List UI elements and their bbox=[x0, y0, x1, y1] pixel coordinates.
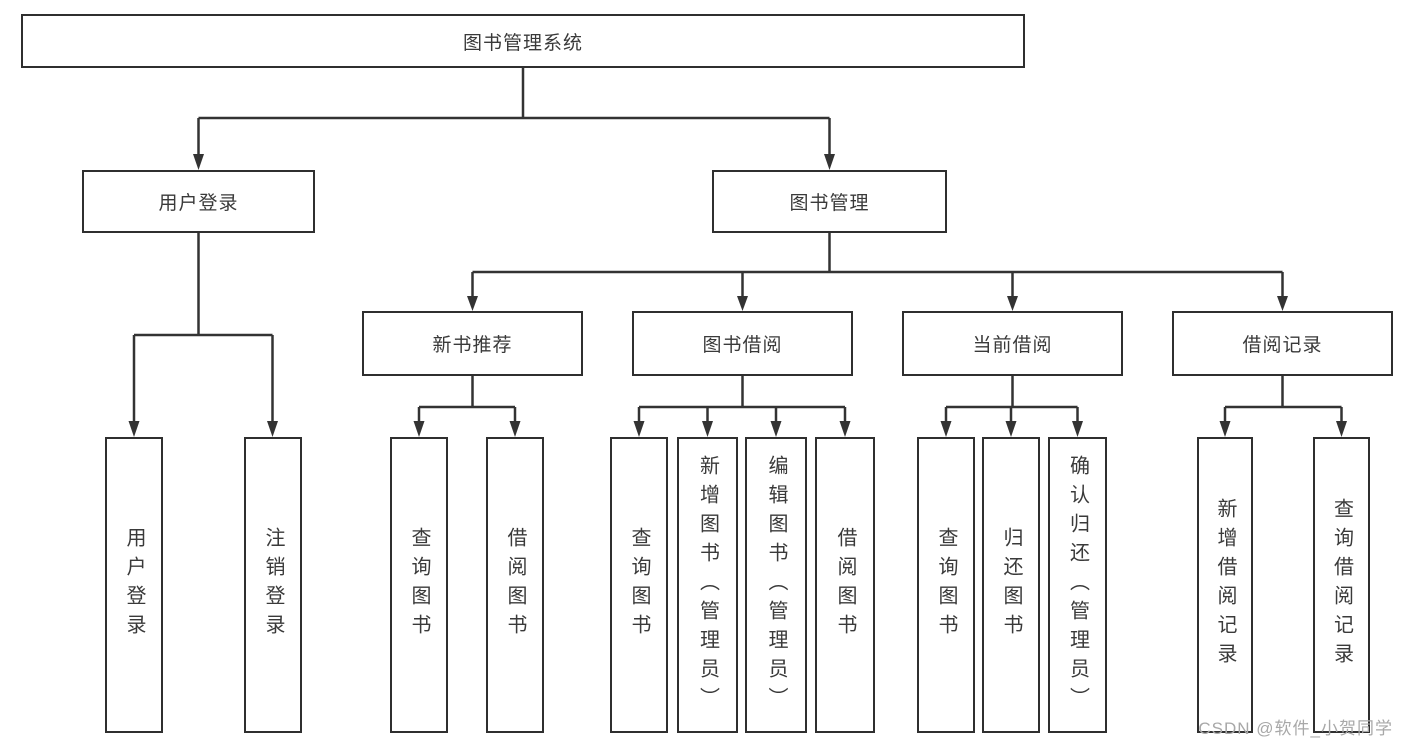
node-borrowing-records: 借阅记录 bbox=[1172, 311, 1393, 376]
leaf-query-borrow-record: 查询借阅记录 bbox=[1313, 437, 1370, 733]
arrowheads bbox=[128, 154, 1347, 437]
leaf-add-borrow-record: 新增借阅记录 bbox=[1197, 437, 1253, 733]
leaf-query-books-current: 查询图书 bbox=[917, 437, 975, 733]
node-root-system: 图书管理系统 bbox=[21, 14, 1025, 68]
node-label: 新书推荐 bbox=[432, 335, 513, 356]
node-label: 确认归还（管理员） bbox=[1066, 454, 1089, 716]
leaf-return-books: 归还图书 bbox=[982, 437, 1040, 733]
watermark: CSDN @软件_小贺同学 bbox=[1198, 719, 1393, 738]
node-new-book-recommend: 新书推荐 bbox=[362, 311, 583, 376]
node-current-borrowing: 当前借阅 bbox=[902, 311, 1123, 376]
node-label: 借阅图书 bbox=[834, 527, 856, 643]
leaf-logout: 注销登录 bbox=[244, 437, 302, 733]
node-user-login: 用户登录 bbox=[82, 170, 315, 233]
leaf-confirm-return-admin: 确认归还（管理员） bbox=[1048, 437, 1107, 733]
node-label: 图书管理 bbox=[789, 193, 870, 214]
node-label: 查询图书 bbox=[408, 527, 430, 643]
node-label: 注销登录 bbox=[262, 527, 284, 643]
leaf-borrow-books: 借阅图书 bbox=[815, 437, 875, 733]
leaf-query-books-recommend: 查询图书 bbox=[390, 437, 448, 733]
node-label: 归还图书 bbox=[1000, 527, 1022, 643]
node-book-borrowing: 图书借阅 bbox=[632, 311, 853, 376]
node-label: 新增图书（管理员） bbox=[696, 454, 719, 716]
node-label: 借阅记录 bbox=[1242, 335, 1323, 356]
node-label: 用户登录 bbox=[123, 527, 145, 643]
node-book-management: 图书管理 bbox=[712, 170, 947, 233]
leaf-edit-books-admin: 编辑图书（管理员） bbox=[745, 437, 807, 733]
node-label: 图书借阅 bbox=[702, 335, 783, 356]
node-label: 查询图书 bbox=[935, 527, 957, 643]
node-label: 用户登录 bbox=[158, 193, 239, 214]
node-label: 新增借阅记录 bbox=[1214, 498, 1236, 672]
node-label: 查询借阅记录 bbox=[1330, 498, 1353, 672]
leaf-query-books-borrow: 查询图书 bbox=[610, 437, 668, 733]
node-label: 借阅图书 bbox=[504, 527, 526, 643]
leaf-user-login: 用户登录 bbox=[105, 437, 163, 733]
node-label: 编辑图书（管理员） bbox=[765, 454, 787, 716]
leaf-add-books-admin: 新增图书（管理员） bbox=[677, 437, 738, 733]
node-label: 图书管理系统 bbox=[462, 32, 583, 54]
node-label: 当前借阅 bbox=[972, 335, 1053, 356]
node-label: 查询图书 bbox=[628, 527, 650, 643]
leaf-borrow-books-recommend: 借阅图书 bbox=[486, 437, 544, 733]
connector-lines bbox=[132, 66, 1343, 425]
